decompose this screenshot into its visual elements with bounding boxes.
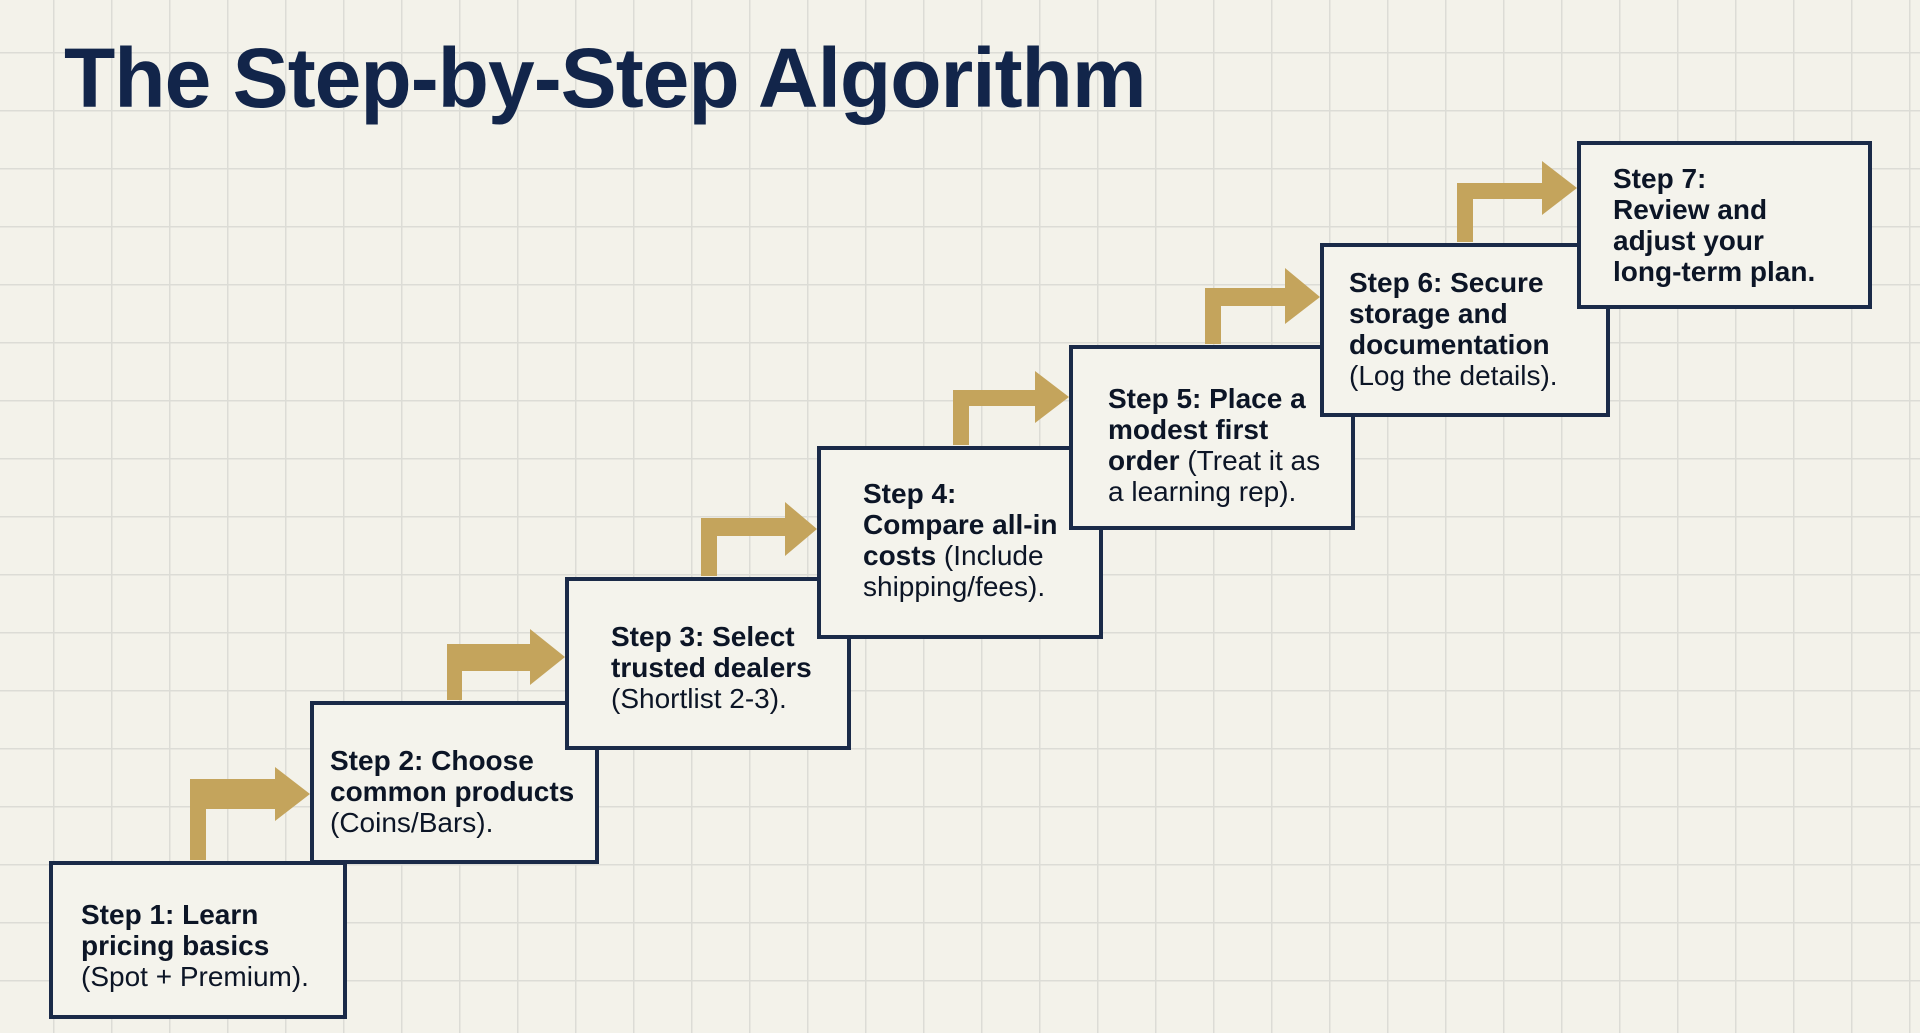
- step-4-heading-line-1: Step 4:: [863, 478, 957, 509]
- step-6-box: Step 6: Secure storage and documentation…: [1320, 243, 1610, 417]
- step-4-heading-word: costs: [863, 540, 937, 571]
- arrow-step5-to-step6-icon: [1205, 268, 1320, 344]
- arrow-step6-to-step7-icon: [1457, 161, 1577, 242]
- step-4-inline-note: (Include: [936, 540, 1044, 571]
- step-3-heading-line-1: Step 3: Select: [611, 621, 795, 652]
- step-5-heading-word: order: [1108, 445, 1180, 476]
- step-4-heading-line-2: Compare all-in: [863, 509, 1058, 540]
- arrow-step1-to-step2-icon: [190, 767, 310, 860]
- step-6-heading-line-1: Step 6: Secure: [1349, 267, 1544, 298]
- page-title: The Step-by-Step Algorithm: [64, 31, 1147, 125]
- arrow-step3-to-step4-icon: [701, 502, 817, 576]
- step-5-inline-note: (Treat it as: [1179, 445, 1321, 476]
- arrow-step2-to-step3-icon: [447, 629, 565, 700]
- step-3-box: Step 3: Select trusted dealers (Shortlis…: [565, 577, 851, 750]
- step-4-heading-line-3: costs (Include: [863, 540, 1099, 571]
- step-7-heading-line-1: Step 7:: [1613, 163, 1707, 194]
- step-7-heading-line-3: adjust your: [1613, 225, 1764, 256]
- step-7-box: Step 7: Review and adjust your long-term…: [1577, 141, 1872, 309]
- step-5-box: Step 5: Place a modest first order (Trea…: [1069, 345, 1355, 530]
- step-4-box: Step 4: Compare all-in costs (Include sh…: [817, 446, 1103, 639]
- step-5-heading-line-1: Step 5: Place a: [1108, 383, 1306, 414]
- arrow-step4-to-step5-icon: [953, 371, 1069, 445]
- step-7-heading-line-4: long-term plan.: [1613, 256, 1816, 287]
- step-2-heading-line-2: common products: [330, 776, 575, 807]
- step-7-heading-line-2: Review and: [1613, 194, 1768, 225]
- step-5-heading-line-2: modest first: [1108, 414, 1269, 445]
- step-5-heading-line-3: order (Treat it as: [1108, 445, 1351, 476]
- step-4-note: shipping/fees).: [863, 571, 1046, 602]
- step-6-note: (Log the details).: [1349, 360, 1558, 391]
- step-6-heading-line-2: storage and: [1349, 298, 1508, 329]
- step-5-note: a learning rep).: [1108, 476, 1297, 507]
- step-2-note: (Coins/Bars).: [330, 807, 494, 838]
- step-1-box: Step 1: Learn pricing basics (Spot + Pre…: [49, 861, 347, 1019]
- step-1-heading-line-1: Step 1: Learn: [81, 899, 259, 930]
- step-1-note: (Spot + Premium).: [81, 961, 309, 992]
- step-2-box: Step 2: Choose common products (Coins/Ba…: [310, 701, 599, 864]
- step-3-note: (Shortlist 2-3).: [611, 683, 787, 714]
- step-2-heading-line-1: Step 2: Choose: [330, 745, 534, 776]
- step-1-heading-line-2: pricing basics: [81, 930, 270, 961]
- step-3-heading-line-2: trusted dealers: [611, 652, 812, 683]
- step-6-heading-line-3: documentation: [1349, 329, 1550, 360]
